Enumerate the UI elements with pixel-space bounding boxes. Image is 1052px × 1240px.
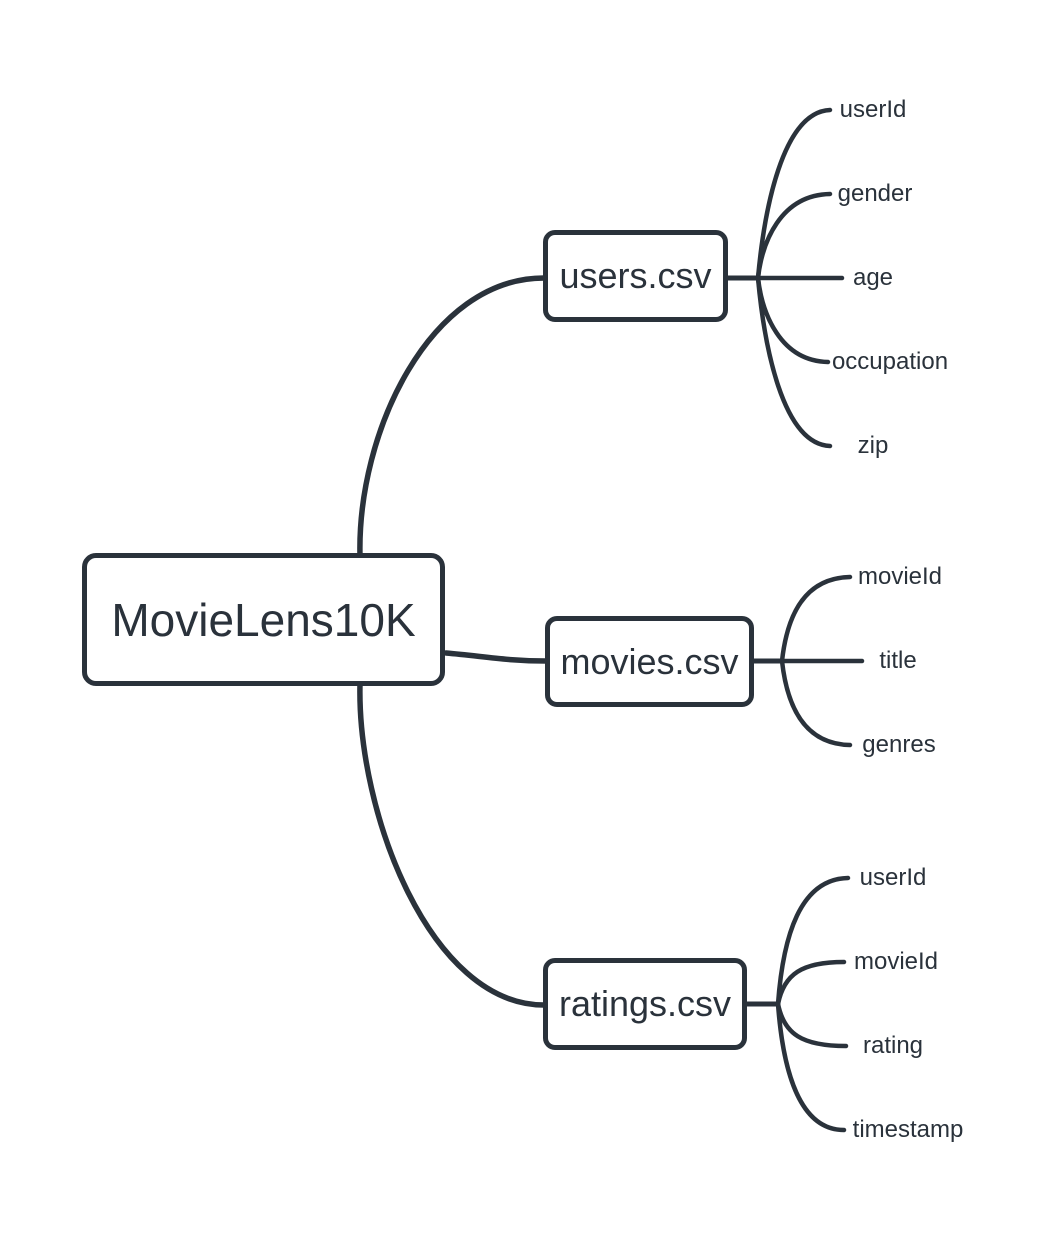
edge-ratings-timestamp bbox=[775, 1001, 847, 1133]
edge-ratings-rating bbox=[775, 1001, 849, 1049]
leaf-users-gender: gender bbox=[837, 179, 913, 207]
leaf-users-zip: zip bbox=[857, 431, 889, 459]
node-ratings-csv-label: ratings.csv bbox=[558, 983, 732, 1024]
edge-movies-movieid bbox=[779, 574, 853, 664]
edge-root-to-ratings bbox=[357, 681, 547, 1008]
node-users-csv: users.csv bbox=[543, 230, 728, 322]
edge-ratings-movieid bbox=[775, 959, 847, 1007]
node-movies-csv-label: movies.csv bbox=[560, 640, 739, 682]
leaf-users-userid: userId bbox=[839, 95, 907, 123]
node-ratings-csv: ratings.csv bbox=[543, 958, 747, 1050]
leaf-movies-movieid: movieId bbox=[857, 562, 943, 590]
edge-users-zip bbox=[755, 275, 833, 449]
leaf-ratings-rating: rating bbox=[862, 1031, 924, 1059]
node-root-label: MovieLens10K bbox=[111, 593, 416, 646]
edge-root-to-movies bbox=[443, 650, 549, 664]
leaf-users-occupation: occupation bbox=[831, 347, 949, 375]
node-root: MovieLens10K bbox=[82, 553, 445, 686]
edge-ratings-userid bbox=[775, 875, 851, 1007]
leaf-movies-title: title bbox=[879, 646, 917, 674]
leaf-ratings-timestamp: timestamp bbox=[852, 1115, 964, 1143]
leaf-ratings-userid: userId bbox=[859, 863, 927, 891]
leaf-users-age: age bbox=[852, 263, 894, 291]
edge-root-to-users bbox=[357, 275, 547, 559]
edge-users-gender bbox=[755, 191, 833, 281]
edge-movies-genres bbox=[779, 658, 853, 748]
node-movies-csv: movies.csv bbox=[545, 616, 754, 707]
leaf-ratings-movieid: movieId bbox=[853, 947, 939, 975]
leaf-movies-genres: genres bbox=[862, 730, 936, 758]
node-users-csv-label: users.csv bbox=[559, 255, 712, 296]
